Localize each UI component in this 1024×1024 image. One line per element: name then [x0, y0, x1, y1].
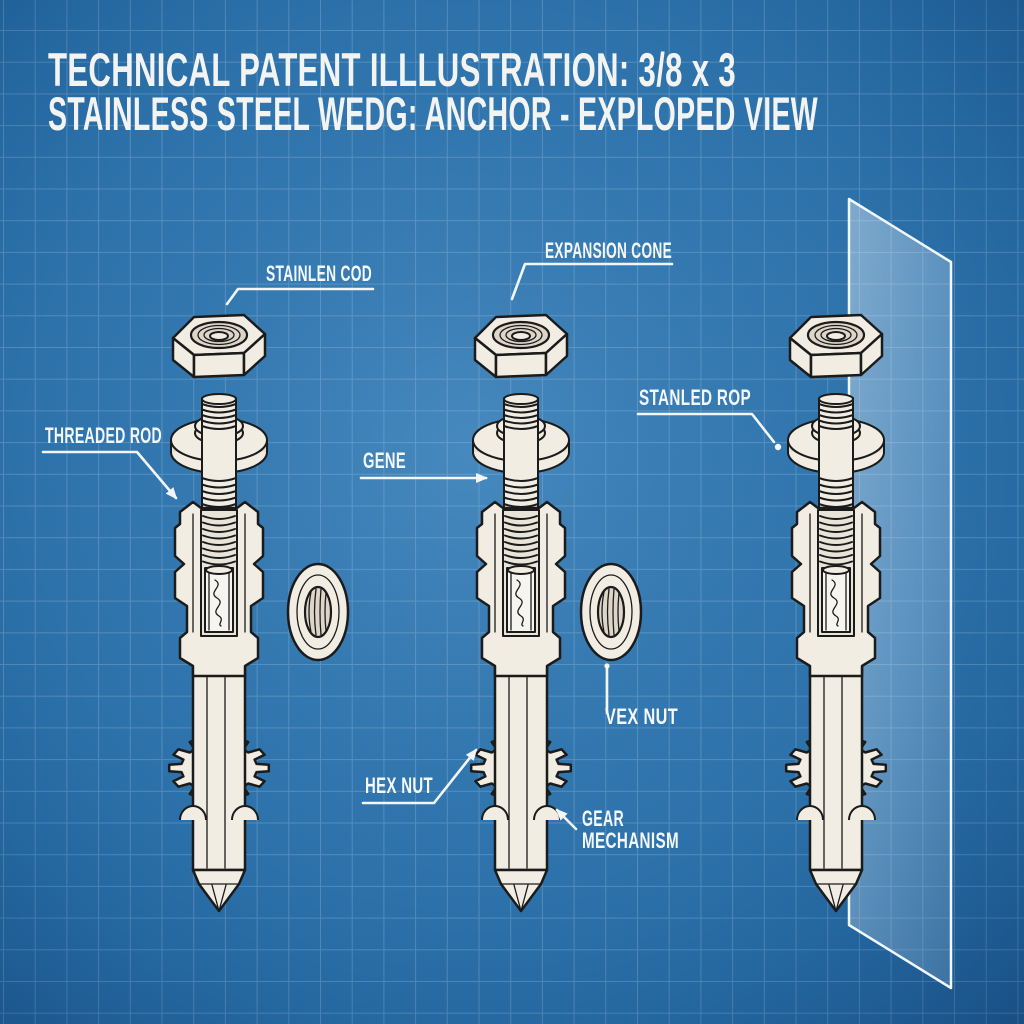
leader-threaded-rod — [41, 450, 178, 500]
leader-vex-nut-dot — [604, 663, 610, 669]
leader-stanled-rop — [636, 412, 776, 444]
label-stanled-rop: STANLED ROP — [639, 385, 751, 410]
leader-expansion-cone — [510, 262, 674, 301]
label-gear-mechanism-line2: MECHANISM — [582, 828, 679, 853]
label-gear-mechanism: GEAR MECHANISM — [582, 806, 679, 853]
leader-gear-mechanism — [555, 808, 578, 831]
label-stainlen-cod: STAINLEN COD — [266, 261, 372, 286]
title-line-2: STAINLESS STEEL WEDG: ANCHOR - EXPLOPED … — [48, 87, 818, 140]
label-gene: GENE — [363, 448, 406, 473]
title-line-1: TECHNICAL PATENT ILLLUSTRATION: 3/8 x 3 — [48, 43, 736, 96]
leader-hex-nut — [361, 748, 478, 805]
label-hex-nut: HEX NUT — [365, 773, 433, 798]
label-expansion-cone: EXPANSION CONE — [545, 238, 672, 263]
side-washer-left — [286, 562, 350, 662]
label-vex-nut: VEX NUT — [605, 704, 678, 729]
title-block: TECHNICAL PATENT ILLLUSTRATION: 3/8 x 3 … — [48, 43, 818, 140]
side-washer-middle — [579, 562, 643, 662]
leader-stanled-rop-dot — [774, 443, 782, 451]
label-gear-mechanism-line1: GEAR — [582, 806, 624, 831]
leader-stainlen-cod — [225, 287, 375, 306]
label-threaded-rod: THREADED ROD — [45, 423, 162, 448]
